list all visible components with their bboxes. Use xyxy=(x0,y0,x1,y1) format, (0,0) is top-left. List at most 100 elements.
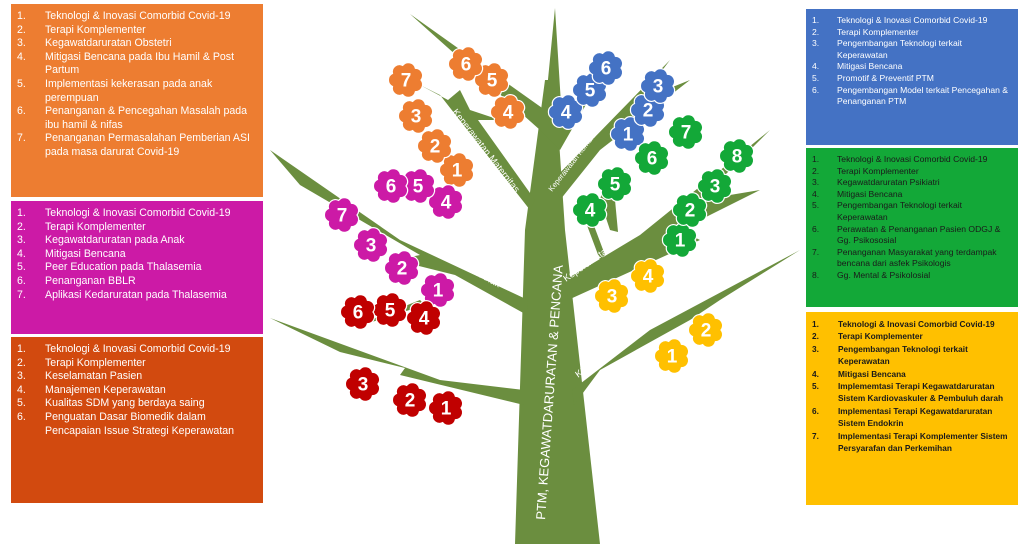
cloud-number: 6 xyxy=(386,177,397,198)
item-number: 7. xyxy=(812,430,819,441)
cloud-komunitas-4: 4 xyxy=(547,94,584,130)
cloud-maternitas-3: 3 xyxy=(397,98,434,134)
cloud-number: 3 xyxy=(653,77,664,98)
tree-trunk-and-branches xyxy=(270,8,800,544)
item-number: 7. xyxy=(812,246,820,257)
panel-anak-item: 5.Peer Education pada Thalasemia xyxy=(17,261,257,275)
panel-komunitas-item: 6.Pengembangan Model terkait Pencegahan … xyxy=(812,85,1012,108)
item-number: 4. xyxy=(17,383,26,396)
item-number: 1. xyxy=(812,319,819,329)
item-number: 4. xyxy=(812,61,820,72)
item-text: Manajemen Keperawatan xyxy=(45,383,166,396)
item-text: Terapi Komplementer xyxy=(45,23,146,36)
cloud-jiwa-6: 6 xyxy=(633,140,670,176)
item-text: Kegawatdaruratan pada Anak xyxy=(45,234,185,247)
cloud-jiwa-4: 4 xyxy=(571,192,608,228)
item-number: 3. xyxy=(17,234,26,247)
cloud-jiwa-5: 5 xyxy=(596,166,633,202)
panel-anak-item: 1.Teknologi & Inovasi Comorbid Covid-19 xyxy=(17,207,257,221)
cloud-shape xyxy=(339,294,376,330)
item-text: Implementasi Terapi Kegawatdaruratan Sis… xyxy=(838,405,993,429)
cloud-shape xyxy=(419,272,456,308)
cloud-number: 5 xyxy=(585,81,596,102)
cloud-shape xyxy=(383,250,420,286)
branch-label-kmb: KMB & Kegawatdaruratan xyxy=(573,308,669,380)
item-text: Terapi Komplementer xyxy=(837,165,919,176)
panel-jiwa-item: 1.Teknologi & Inovasi Comorbid Covid-19 xyxy=(812,154,1012,166)
panel-kmb-item: 5.Implememtasi Terapi Kegawatdaruratan S… xyxy=(812,380,1012,405)
panel-jiwa-item: 5.Pengembangan Teknologi terkait Keperaw… xyxy=(812,200,1012,223)
cloud-number: 6 xyxy=(647,149,658,170)
cloud-shape xyxy=(571,192,608,228)
panel-maternitas-item: 5.Implementasi kekerasan pada anak perem… xyxy=(17,78,257,105)
cloud-dasar-1: 1 xyxy=(427,390,464,426)
item-number: 6. xyxy=(17,410,26,423)
cloud-shape xyxy=(489,94,526,130)
cloud-jiwa-8: 8 xyxy=(718,138,755,174)
item-text: Terapi Komplementer xyxy=(837,26,919,37)
item-text: Teknologi & Inovasi Comorbid Covid-19 xyxy=(837,15,988,25)
cloud-maternitas-4: 4 xyxy=(489,94,526,130)
cloud-shape xyxy=(653,338,690,374)
cloud-shape xyxy=(596,166,633,202)
item-number: 4. xyxy=(17,50,26,63)
item-number: 5. xyxy=(812,381,819,392)
cloud-number: 3 xyxy=(366,236,377,257)
item-text: Teknologi & Inovasi Comorbid Covid-19 xyxy=(45,343,231,355)
item-text: Promotif & Preventif PTM xyxy=(837,72,934,83)
cloud-shape xyxy=(427,390,464,426)
cloud-number: 4 xyxy=(561,103,572,124)
branch-dasar xyxy=(270,318,524,405)
cloud-shape xyxy=(405,300,442,336)
cloud-anak-4: 4 xyxy=(427,184,464,220)
panel-dasar-item: 1.Teknologi & Inovasi Comorbid Covid-19 xyxy=(17,343,257,357)
cloud-number: 3 xyxy=(710,177,721,198)
item-text: Implementasi Terapi Komplementer Sistem … xyxy=(838,430,1008,454)
panel-maternitas-item: 2.Terapi Komplementer xyxy=(17,24,257,38)
cloud-shape xyxy=(696,168,733,204)
item-text: Penguatan Dasar Biomedik dalam Pencapaia… xyxy=(45,410,235,437)
cloud-komunitas-6: 6 xyxy=(587,50,624,86)
cloud-number: 4 xyxy=(503,103,514,124)
panel-kmb-item: 2.Terapi Komplementer xyxy=(812,330,1012,342)
cloud-shape xyxy=(593,278,630,314)
panel-anak-item: 2.Terapi Komplementer xyxy=(17,221,257,235)
item-text: Teknologi & Inovasi Comorbid Covid-19 xyxy=(45,207,231,219)
item-text: Mitigasi Bencana xyxy=(837,61,903,72)
item-text: Pengembangan Teknologi terkait Keperawat… xyxy=(837,200,963,222)
item-number: 3. xyxy=(812,343,819,354)
panel-komunitas-item: 3.Pengembangan Teknologi terkait Keperaw… xyxy=(812,38,1012,61)
panel-jiwa-item: 2.Terapi Komplementer xyxy=(812,166,1012,178)
cloud-maternitas-7: 7 xyxy=(387,62,424,98)
cloud-komunitas-3: 3 xyxy=(639,68,676,104)
item-text: Mitigasi Bencana xyxy=(837,188,903,199)
cloud-shape xyxy=(547,94,584,130)
cloud-shape xyxy=(473,62,510,98)
cloud-number: 1 xyxy=(667,347,678,368)
cloud-shape xyxy=(438,152,475,188)
panel-jiwa-item: 6.Perawatan & Penanganan Pasien ODGJ & G… xyxy=(812,224,1012,247)
panel-dasar-item: 4. Manajemen Keperawatan xyxy=(17,384,257,398)
cloud-shape xyxy=(639,68,676,104)
cloud-anak-2: 2 xyxy=(383,250,420,286)
cloud-shape xyxy=(323,197,360,233)
cloud-number: 2 xyxy=(701,321,712,342)
item-number: 6. xyxy=(812,84,820,95)
cloud-number: 5 xyxy=(385,301,396,322)
cloud-kmb-2: 2 xyxy=(687,312,724,348)
item-text: Teknologi & Inovasi Comorbid Covid-19 xyxy=(837,154,988,164)
item-number: 4. xyxy=(812,368,819,379)
cloud-number: 4 xyxy=(441,193,452,214)
cloud-number: 5 xyxy=(413,177,424,198)
item-text: Terapi Komplementer xyxy=(838,331,923,342)
item-number: 6. xyxy=(17,274,26,287)
item-number: 2. xyxy=(812,26,820,37)
cloud-shape xyxy=(718,138,755,174)
item-number: 7. xyxy=(17,132,26,145)
item-text: Teknologi & Inovasi Comorbid Covid-19 xyxy=(45,10,231,22)
item-text: Perawatan & Penanganan Pasien ODGJ & Gg.… xyxy=(837,223,1001,246)
cloud-number: 2 xyxy=(405,391,416,412)
